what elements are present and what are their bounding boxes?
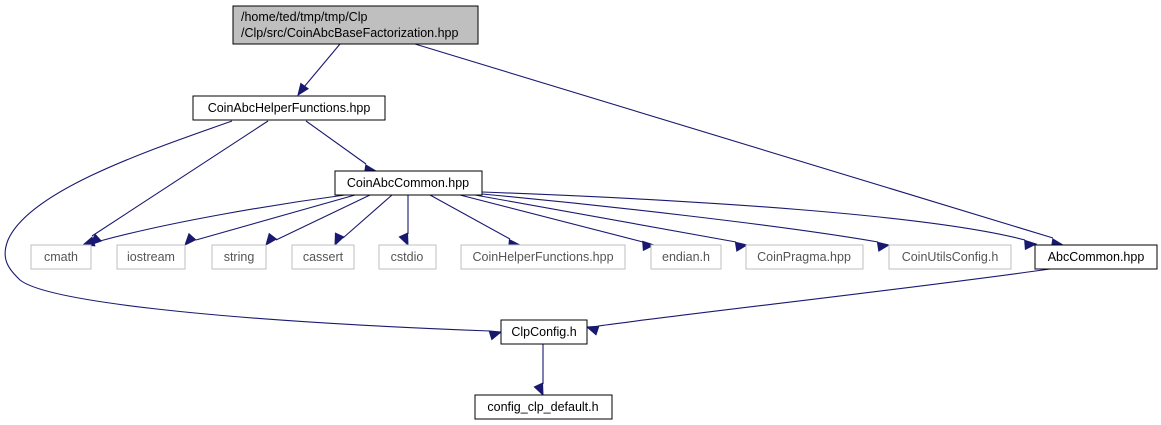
- edge-common-to-cassert-line: [342, 194, 393, 239]
- edge-clpconfig-to-default: [533, 344, 544, 397]
- edge-common-to-coinhelper-line: [429, 194, 511, 240]
- edge-common-to-coinhelper: [429, 194, 522, 250]
- node-string-label: string: [224, 250, 255, 264]
- edge-root-to-helper-line: [303, 43, 341, 88]
- node-root-path-line2: /Clp/src/CoinAbcBaseFactorization.hpp: [241, 26, 459, 40]
- node-clp-config-label: ClpConfig.h: [511, 325, 576, 339]
- edge-helper-to-common: [305, 120, 378, 175]
- edge-common-to-pragma-arrowhead: [734, 241, 749, 252]
- node-clp-config[interactable]: ClpConfig.h: [500, 319, 588, 345]
- node-config-clp-default-label: config_clp_default.h: [487, 400, 598, 414]
- edge-common-to-abccommon-line: [481, 191, 1026, 241]
- edge-common-to-cstdio-arrowhead: [398, 232, 409, 247]
- node-cstdio[interactable]: cstdio: [378, 244, 437, 270]
- edge-helper-to-common-line: [305, 120, 367, 165]
- node-coin-pragma-label: CoinPragma.hpp: [757, 250, 851, 264]
- edge-common-to-utilsconfig-line: [481, 193, 879, 243]
- node-cassert[interactable]: cassert: [291, 244, 355, 270]
- edge-common-to-cmath: [89, 194, 346, 246]
- edge-root-to-helper: [297, 43, 341, 97]
- edge-common-to-cassert: [334, 194, 393, 247]
- node-coin-utils-config-label: CoinUtilsConfig.h: [902, 250, 999, 264]
- edge-helper-to-clpconfig-arrowhead: [488, 330, 503, 341]
- edge-common-to-abccommon-arrowhead: [1024, 239, 1038, 251]
- edge-common-to-string: [265, 194, 371, 247]
- edge-clpconfig-to-default-arrowhead: [533, 382, 544, 397]
- edge-common-to-string-line: [275, 194, 371, 241]
- edge-common-to-cstdio: [398, 195, 409, 247]
- edge-abccommon-to-clpconfig-line: [597, 268, 1051, 327]
- node-coin-abc-helper-functions-label: CoinAbcHelperFunctions.hpp: [208, 101, 371, 115]
- edge-common-to-endian-arrowhead: [642, 240, 656, 252]
- node-coin-utils-config[interactable]: CoinUtilsConfig.h: [888, 244, 1012, 270]
- edge-common-to-pragma: [474, 194, 749, 252]
- edge-layer: [4, 43, 1065, 397]
- edge-common-to-cassert-arrowhead: [334, 232, 345, 247]
- node-coin-helper-functions[interactable]: CoinHelperFunctions.hpp: [460, 244, 626, 270]
- node-coin-pragma[interactable]: CoinPragma.hpp: [745, 244, 864, 270]
- edge-common-to-cmath-line: [99, 194, 346, 242]
- edge-common-to-utilsconfig: [481, 193, 891, 252]
- node-string[interactable]: string: [211, 244, 267, 270]
- node-coin-abc-common[interactable]: CoinAbcCommon.hpp: [334, 170, 483, 196]
- node-config-clp-default[interactable]: config_clp_default.h: [474, 394, 613, 420]
- node-cmath[interactable]: cmath: [30, 244, 92, 270]
- edge-root-to-abccommon-line: [414, 43, 1054, 239]
- edge-common-to-utilsconfig-arrowhead: [876, 241, 891, 252]
- node-iostream[interactable]: iostream: [116, 244, 186, 270]
- node-root-file[interactable]: /home/ted/tmp/tmp/Clp /Clp/src/CoinAbcBa…: [232, 5, 479, 45]
- node-endian-h[interactable]: endian.h: [650, 244, 722, 270]
- edge-common-to-endian: [459, 194, 656, 252]
- edge-common-to-iostream: [184, 194, 356, 246]
- node-root-path-line1: /home/ted/tmp/tmp/Clp: [241, 10, 367, 24]
- edge-common-to-iostream-arrowhead: [184, 232, 197, 246]
- node-coin-abc-common-label: CoinAbcCommon.hpp: [347, 176, 469, 190]
- edge-common-to-endian-line: [459, 194, 644, 243]
- node-cmath-label: cmath: [44, 250, 78, 264]
- edge-root-to-abccommon: [414, 43, 1065, 249]
- edge-helper-to-clpconfig: [4, 120, 503, 341]
- edge-common-to-string-arrowhead: [265, 232, 278, 247]
- node-abc-common-label: AbcCommon.hpp: [1048, 250, 1145, 264]
- node-cassert-label: cassert: [303, 250, 344, 264]
- node-coin-helper-functions-label: CoinHelperFunctions.hpp: [472, 250, 613, 264]
- edge-common-to-pragma-line: [474, 194, 737, 243]
- edge-common-to-iostream-line: [195, 194, 356, 241]
- edge-common-to-cmath-arrowhead: [89, 233, 103, 246]
- node-cstdio-label: cstdio: [391, 250, 424, 264]
- node-endian-h-label: endian.h: [662, 250, 710, 264]
- edge-helper-to-clpconfig-line: [4, 120, 491, 332]
- edge-abccommon-to-clpconfig: [585, 268, 1051, 336]
- edge-abccommon-to-clpconfig-arrowhead: [585, 325, 600, 336]
- node-abc-common[interactable]: AbcCommon.hpp: [1034, 244, 1158, 270]
- node-iostream-label: iostream: [127, 250, 175, 264]
- edge-root-to-helper-arrowhead: [297, 82, 310, 97]
- edge-common-to-abccommon: [481, 191, 1038, 251]
- node-coin-abc-helper-functions[interactable]: CoinAbcHelperFunctions.hpp: [192, 95, 386, 121]
- edge-helper-to-cmath-line: [91, 120, 269, 237]
